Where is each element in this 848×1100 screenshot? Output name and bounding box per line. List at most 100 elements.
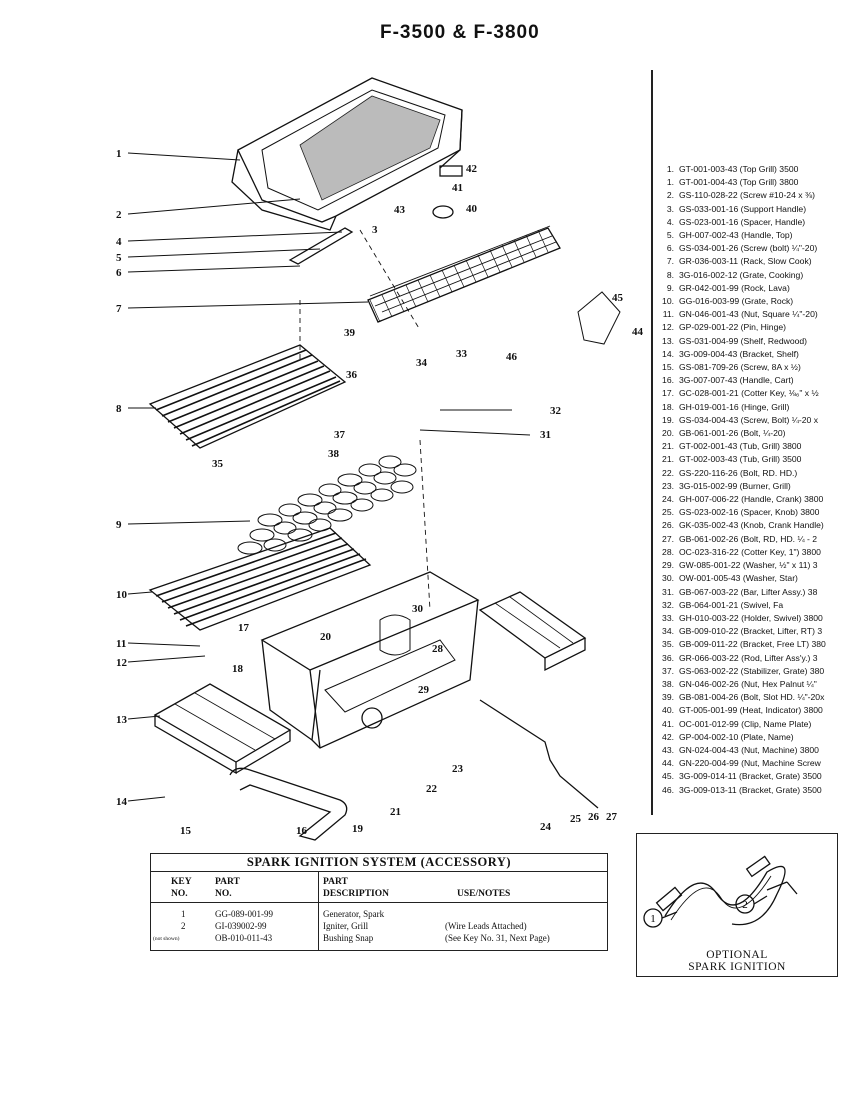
parts-list-item: 16.3G-007-007-43 (Handle, Cart)	[660, 374, 846, 387]
part-key: 37.	[662, 665, 674, 676]
part-key: 46.	[662, 784, 674, 795]
handle-top	[288, 227, 354, 265]
part-description: GB-067-003-22 (Bar, Lifter Assy.) 38	[679, 586, 818, 597]
part-key: 36.	[662, 652, 674, 663]
part-description: GB-064-001-21 (Swivel, Fa	[679, 599, 784, 610]
part-description: GH-010-003-22 (Holder, Swivel) 3800	[679, 612, 823, 623]
parts-list-item: 33.GH-010-003-22 (Holder, Swivel) 3800	[660, 612, 846, 625]
part-key: 44.	[662, 758, 674, 769]
part-key: 18.	[662, 401, 674, 412]
part-description: GH-007-006-22 (Handle, Crank) 3800	[679, 494, 824, 505]
parts-list-item: 39. GB-081-004-26 (Bolt, Slot HD. ¼"-20x	[660, 691, 846, 704]
lava-rocks	[237, 455, 417, 555]
callout-12: 12	[116, 657, 128, 669]
parts-list-item: 18. GH-019-001-16 (Hinge, Grill)	[660, 401, 846, 414]
callout-32: 32	[550, 405, 562, 417]
parts-list-item: 40.GT-005-001-99 (Heat, Indicator) 3800	[660, 704, 846, 717]
parts-list-item: 29. GW-085-001-22 (Washer, ½" x 11) 3	[660, 559, 846, 572]
parts-list-item: 41.OC-001-012-99 (Clip, Name Plate)	[660, 718, 846, 731]
parts-list-item: 23.3G-015-002-99 (Burner, Grill)	[660, 480, 846, 493]
callout-46: 46	[506, 351, 518, 363]
parts-list-item: 31.GB-067-003-22 (Bar, Lifter Assy.) 38	[660, 586, 846, 599]
part-key: 9.	[666, 282, 674, 293]
part-description: GS-220-116-26 (Bolt, RD. HD.)	[679, 467, 798, 478]
part-description: GB-081-004-26 (Bolt, Slot HD. ¼"-20x	[679, 692, 825, 703]
part-key: 15.	[662, 362, 674, 373]
callout-41: 41	[452, 182, 463, 194]
part-description: GT-002-001-43 (Tub, Grill) 3800	[679, 441, 802, 452]
table-row-1-key: 1	[181, 909, 186, 919]
parts-list-item: 17.GC-028-001-21 (Cotter Key, ⅛₆" x ½	[660, 387, 846, 400]
part-key: 41.	[662, 718, 674, 729]
parts-list-item: 1. GT-001-003-43 (Top Grill) 3500	[660, 163, 846, 176]
parts-list-item: 1.GT-001-004-43 (Top Grill) 3800	[660, 176, 846, 189]
part-description: GH-019-001-16 (Hinge, Grill)	[679, 401, 790, 412]
parts-list-item: 6.GS-034-001-26 (Screw (bolt) ¼"-20)	[660, 242, 846, 255]
part-description: GP-029-001-22 (Pin, Hinge)	[679, 322, 786, 333]
table-row-3-part: OB-010-011-43	[215, 933, 273, 943]
callout-30: 30	[412, 603, 424, 615]
parts-list-item: 35.GB-009-011-22 (Bracket, Free LT) 380	[660, 638, 846, 651]
part-description: GS-081-709-26 (Screw, 8A x ½)	[679, 362, 801, 373]
parts-list-item: 46.3G-009-013-11 (Bracket, Grate) 3500	[660, 784, 846, 797]
part-key: 14.	[662, 348, 674, 359]
part-description: GT-005-001-99 (Heat, Indicator) 3800	[679, 705, 823, 716]
parts-list-item: 20.GB-061-001-26 (Bolt, ¼-20)	[660, 427, 846, 440]
part-key: 1.	[666, 164, 674, 174]
part-description: GP-004-002-10 (Plate, Name)	[679, 731, 794, 742]
callout-31: 31	[540, 429, 551, 441]
callout-labels: 1 2 3 4 5 6 7 8 9 10 11 12 13 14 15 16 1…	[116, 148, 644, 837]
parts-list-item: 3.GS-033-001-16 (Support Handle)	[660, 203, 846, 216]
part-key: 2.	[666, 190, 674, 201]
parts-list-item: 13.GS-031-004-99 (Shelf, Redwood)	[660, 335, 846, 348]
page-title: F-3500 & F-3800	[380, 22, 540, 43]
part-description: GN-046-002-26 (Nut, Hex Palnut ¼"	[679, 678, 817, 689]
parts-list-item: 2.GS-110-028-22 (Screw #10-24 x ⅜)	[660, 189, 846, 202]
part-key: 29.	[662, 560, 674, 571]
part-description: GN-024-004-43 (Nut, Machine) 3800	[679, 744, 819, 755]
name-plate	[439, 165, 463, 177]
callout-14: 14	[116, 796, 128, 808]
callout-29: 29	[418, 684, 430, 696]
parts-list-item: 10.GG-016-003-99 (Grate, Rock)	[660, 295, 846, 308]
callout-19: 19	[352, 823, 364, 835]
top-grill-lid	[231, 77, 463, 231]
parts-list-item: 43.GN-024-004-43 (Nut, Machine) 3800	[660, 744, 846, 757]
parts-list-item: 22.GS-220-116-26 (Bolt, RD. HD.)	[660, 467, 846, 480]
callout-7: 7	[116, 303, 122, 315]
parts-list-item: 12.GP-029-001-22 (Pin, Hinge)	[660, 321, 846, 334]
part-key: 11.	[662, 309, 674, 320]
part-key: 7.	[666, 256, 674, 267]
callout-17: 17	[238, 622, 250, 634]
part-key: 4.	[666, 216, 674, 227]
cooking-grate	[148, 344, 347, 449]
shelf-left	[153, 683, 292, 775]
grill-tub	[260, 571, 480, 749]
shelf-right	[478, 591, 587, 672]
table-row-2-key: 2	[181, 921, 186, 931]
callout-15: 15	[180, 825, 192, 837]
part-key: 19.	[662, 414, 674, 425]
part-description: GW-085-001-22 (Washer, ½" x 11) 3	[679, 560, 818, 571]
part-description: GB-009-010-22 (Bracket, Lifter, RT) 3	[679, 626, 823, 637]
callout-39: 39	[344, 327, 356, 339]
callout-44: 44	[632, 326, 644, 338]
callout-43: 43	[394, 204, 406, 216]
optional-spark-ignition-box: 1 2 OPTIONAL SPARK IGNITION	[636, 833, 838, 977]
parts-list-item: 21.GT-002-003-43 (Tub, Grill) 3500	[660, 453, 846, 466]
part-description: GT-001-003-43 (Top Grill) 3500	[679, 164, 799, 174]
part-key: 30.	[662, 573, 674, 584]
part-description: GS-034-001-26 (Screw (bolt) ¼"-20)	[679, 243, 818, 254]
part-key: 23.	[662, 480, 674, 491]
part-key: 45.	[662, 771, 674, 782]
part-description: GB-061-002-26 (Bolt, RD, HD. ¼ - 2	[679, 533, 818, 544]
parts-list-item: 28.OC-023-316-22 (Cotter Key, 1") 3800	[660, 546, 846, 559]
part-key: 16.	[662, 375, 674, 386]
callout-13: 13	[116, 714, 128, 726]
part-description: GC-028-001-21 (Cotter Key, ⅛₆" x ½	[679, 388, 819, 399]
part-description: OW-001-005-43 (Washer, Star)	[679, 573, 798, 584]
part-key: 42.	[662, 731, 674, 742]
part-key: 39.	[662, 692, 674, 703]
